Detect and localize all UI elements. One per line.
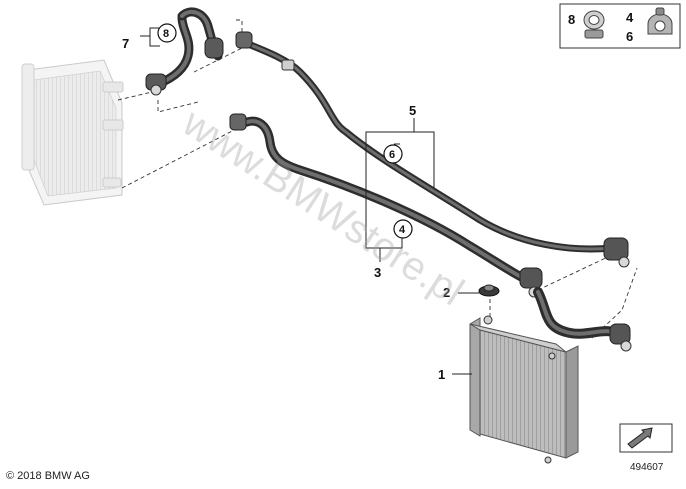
copyright: © 2018 BMW AG <box>6 470 90 482</box>
callout-8: 8 <box>163 28 169 40</box>
callout-3: 3 <box>374 265 381 280</box>
grommet-2 <box>478 284 500 297</box>
hose-7 <box>145 7 224 96</box>
callout-7: 7 <box>122 36 129 51</box>
legend-box: 8 4 6 <box>559 3 681 49</box>
leader-lines <box>140 27 480 375</box>
main-radiator-ghost <box>21 59 124 206</box>
image-id: 494607 <box>630 462 664 473</box>
clamp-icon <box>583 10 605 39</box>
callout-8-circle <box>157 23 177 43</box>
legend-label-4: 4 <box>626 10 634 25</box>
callout-6: 6 <box>389 149 395 161</box>
callout-4-circle <box>393 219 413 239</box>
callout-2: 2 <box>443 285 450 300</box>
hose-lower <box>533 287 632 352</box>
legend-label-6: 6 <box>626 29 633 44</box>
callout-6-circle <box>383 144 403 164</box>
pipe-3 <box>229 113 543 298</box>
assembly-dashed-lines <box>117 19 638 339</box>
direction-box <box>619 423 673 453</box>
holder-icon <box>647 7 673 35</box>
callout-5: 5 <box>409 103 416 118</box>
pipe-5 <box>235 31 630 268</box>
callout-4: 4 <box>399 224 406 236</box>
direction-arrow-icon <box>627 427 653 449</box>
legend-label-8: 8 <box>568 12 575 27</box>
aux-radiator-1 <box>469 315 579 464</box>
callout-1: 1 <box>438 367 445 382</box>
